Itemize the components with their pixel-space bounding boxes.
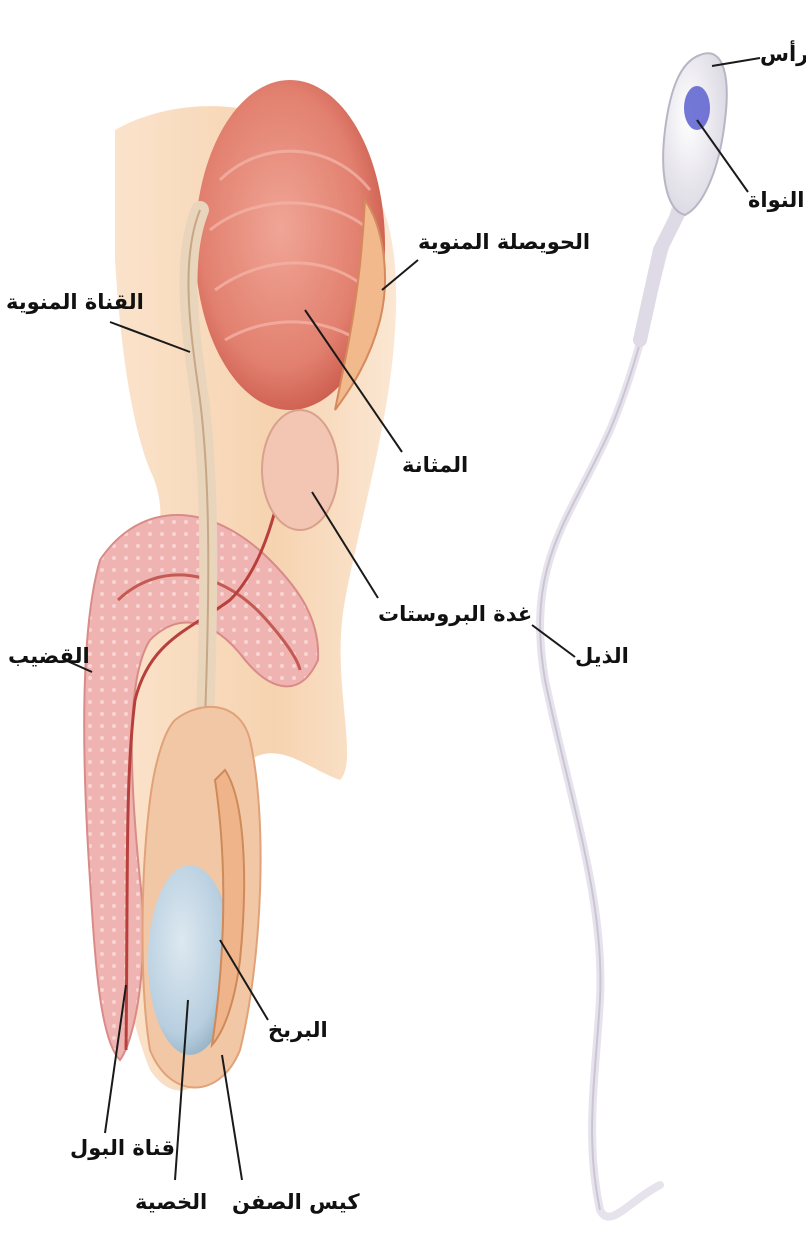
- leader-scrotum: [222, 1055, 242, 1180]
- label-prostate: غدة البروستات: [378, 604, 532, 625]
- sperm-midpiece: [640, 200, 685, 340]
- sperm-tail-shade: [540, 210, 675, 1210]
- label-urethra: قناة البول: [70, 1138, 175, 1159]
- label-testis: الخصية: [135, 1192, 207, 1213]
- label-nucleus: النواة: [748, 190, 804, 211]
- label-vas-deferens: القناة المنوية: [6, 292, 144, 313]
- label-tail: الذيل: [575, 646, 629, 667]
- label-epididymis: البربخ: [268, 1020, 328, 1041]
- label-head: الرأس: [760, 44, 806, 65]
- label-penis: القضيب: [8, 646, 90, 667]
- label-bladder: المثانة: [402, 455, 468, 476]
- prostate-shape: [262, 410, 338, 530]
- label-scrotum: كيس الصفن: [232, 1192, 360, 1213]
- sperm-head: [663, 53, 727, 215]
- sperm-tail: [540, 210, 675, 1217]
- sperm-nucleus: [684, 86, 710, 130]
- label-seminal-vesicle: الحويصلة المنوية: [418, 232, 590, 253]
